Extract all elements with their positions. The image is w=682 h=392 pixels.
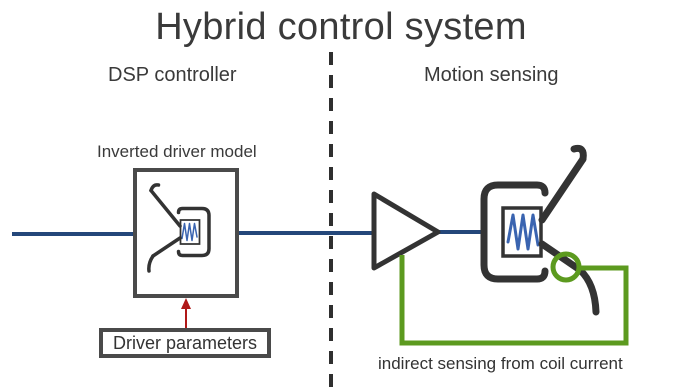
small-driver-icon [147,183,211,273]
feedback-loop-line [399,255,629,346]
inverted-driver-model-label: Inverted driver model [97,142,257,161]
diagram-title: Hybrid control system [155,6,527,48]
section-label-dsp-controller: DSP controller [108,64,237,86]
driver-parameters-box: Driver parameters [99,328,271,358]
indirect-sensing-label: indirect sensing from coil current [378,354,623,373]
loudspeaker-driver-icon [480,145,600,316]
parameters-arrow-head [181,298,191,309]
amplifier-triangle [371,191,441,271]
section-label-motion-sensing: Motion sensing [424,64,559,86]
feedback-sense-point [550,251,582,283]
